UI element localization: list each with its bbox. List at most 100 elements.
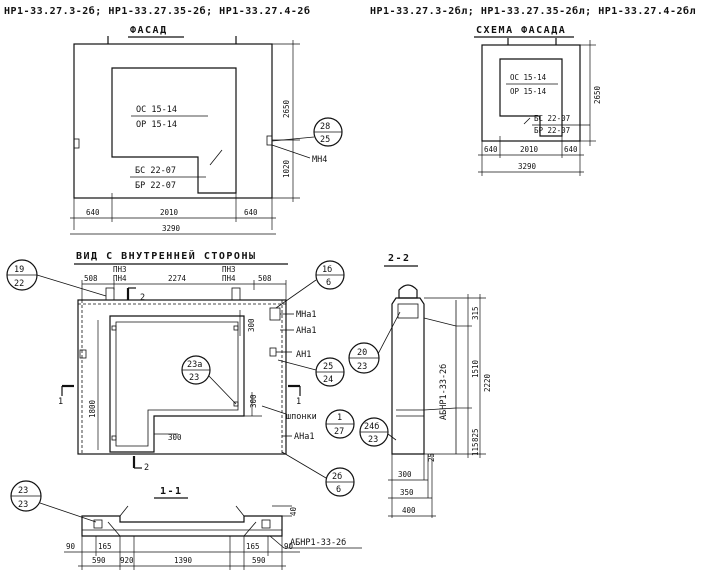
sec11-callout-bottom: 23 [18,500,28,510]
inner-label-mna1: МНа1 [296,310,316,320]
sec11-insert-right [261,519,271,529]
sec22-loop [398,284,418,299]
inner-callout-left-top: 19 [14,265,24,275]
inner-callout-mid-top: 23а [187,360,202,370]
facade-insert-right [266,135,273,146]
facade-callout-leader [271,136,315,142]
inner-insert-an1 [269,347,277,357]
sec11-dim-165-r: 165 [246,542,260,551]
inner-callout-rt-top: 1б [322,264,332,275]
sec22-callout-lb-bottom: 23 [368,435,378,445]
scheme-window-top: ОС 15-14 [510,73,547,82]
facade-dim-right: 640 [244,208,258,217]
facade-dim-mid: 2010 [160,208,179,217]
inner-callout-mid-bottom: 23 [189,373,199,383]
inner-label-ana1-b: АНа1 [294,432,314,442]
inner-opening-inner [115,321,239,447]
inner-dim-left-value: 1800 [88,399,97,418]
facade-scheme: СХЕМА ФАСАДА ОС 15-14 ОР 15-14 БС 22-07 … [474,25,602,176]
sec22-dim-300: 300 [398,470,412,479]
inner-section1-right-mark: 1 [296,397,301,407]
sec22-top-insert [397,303,419,319]
sec22-callout-left-bottom: 23 [357,362,367,372]
sec22-callout-lb-top: 24б [364,421,379,432]
sec11-dim-40: 40 [289,506,298,516]
facade-window-top: ОС 15-14 [136,105,177,115]
sec11-dim-165-l: 165 [98,542,112,551]
inner-section1-left-mark: 1 [58,397,63,407]
facade-insert-left [73,138,80,149]
facade-callout-top: 28 [320,122,330,132]
sec11-dim-920: 920 [120,556,134,565]
sec11-title: 1-1 [160,486,183,497]
scheme-door-bottom: БР 22-07 [534,126,570,135]
scheme-dim-left: 640 [484,145,498,154]
inner-section2-bottom-mark: 2 [144,463,149,473]
sec22-dim-25: 25 [427,453,436,462]
scheme-door-top: БС 22-07 [534,114,570,123]
section-1-1: 1-1 23 23 40 АБНР1-33-2б [10,480,362,570]
facade-door-top: БС 22-07 [135,166,176,176]
inner-opening-outer [109,315,245,453]
sec11-dim-90-l: 90 [66,542,76,551]
facade-door-leader [209,149,223,166]
inner-title: ВИД С ВНУТРЕННЕЙ СТОРОНЫ [76,249,257,262]
inner-callout-rt-bottom: 6 [326,278,331,288]
sec22-dim-825: 825 [471,428,480,442]
sec22-callout-left-top: 20 [357,348,367,358]
sec22-label: АБНР1-33-2б [438,364,449,420]
sec11-label: АБНР1-33-2б [290,537,346,548]
inner-pn-left-bottom: ПН4 [113,274,127,283]
facade-view: ФАСАД ОС 15-14 ОР 15-14 БС 22-07 БР 22-0… [70,25,343,235]
inner-insert-mna1 [269,307,281,321]
facade-dim-total: 3290 [162,224,181,233]
title-top-right: НР1-33.27.3-2бл; НР1-33.27.35-2бл; НР1-3… [370,5,696,17]
scheme-window-bottom: ОР 15-14 [510,87,547,96]
inner-dim-top-right: 508 [258,274,272,283]
sec22-dim-400: 400 [402,506,416,515]
sec22-dim-2220: 2220 [483,373,492,392]
inner-view: ВИД С ВНУТРЕННЕЙ СТОРОНЫ 508 2274 508 ПН… [6,249,355,497]
scheme-title: СХЕМА ФАСАДА [476,25,566,36]
inner-panel-outline [77,299,287,455]
inner-section2-mark: 2 [140,293,145,303]
inner-dim-300-c: 300 [168,433,182,442]
facade-door-bottom: БР 22-07 [135,181,176,191]
sec22-dim-315: 315 [471,306,480,320]
facade-callout-label: МН4 [312,155,327,165]
sec22-dim-115: 115 [471,442,480,456]
inner-label-shponki: шпонки [286,412,317,422]
inner-callout-r3-bottom: 27 [334,427,344,437]
scheme-dim-total: 3290 [518,162,537,171]
inner-dim-300-a: 300 [247,318,256,332]
sec11-callout-top: 23 [18,486,28,496]
facade-dim-height: 2650 [282,99,291,118]
facade-panel-outline [73,43,273,199]
inner-pn-right-bottom: ПН4 [222,274,236,283]
scheme-panel-outline [481,44,581,142]
sec22-title: 2-2 [388,253,411,264]
inner-callout-r3-top: 1 [337,413,342,423]
section-2-2: 2-2 315 1510 2220 825 115 25 АБНР1-33-2б… [348,253,492,518]
sec22-dim-350: 350 [400,488,414,497]
inner-loop-left [105,287,115,301]
inner-dim-300-b: 300 [249,394,258,408]
inner-callout-left-bottom: 22 [14,279,24,289]
facade-title: ФАСАД [130,25,168,36]
inner-callout-rb-top: 2б [332,471,342,482]
sec22-wall [391,297,425,455]
inner-pn-right-top: ПН3 [222,265,236,274]
facade-mn4-leader [271,144,311,159]
inner-label-an1: АН1 [296,350,311,360]
scheme-dim-right: 640 [564,145,578,154]
scheme-dim-height: 2650 [593,85,602,104]
title-top-left: НР1-33.27.3-2б; НР1-33.27.35-2б; НР1-33.… [4,5,310,17]
sec11-dim-590-r: 590 [252,556,266,565]
facade-opening [111,67,237,194]
facade-dim-door: 1020 [282,159,291,178]
sec11-wall [81,515,283,537]
inner-callout-r2-bottom: 24 [323,375,333,385]
facade-callout-bottom: 25 [320,135,330,145]
scheme-opening [499,58,563,137]
